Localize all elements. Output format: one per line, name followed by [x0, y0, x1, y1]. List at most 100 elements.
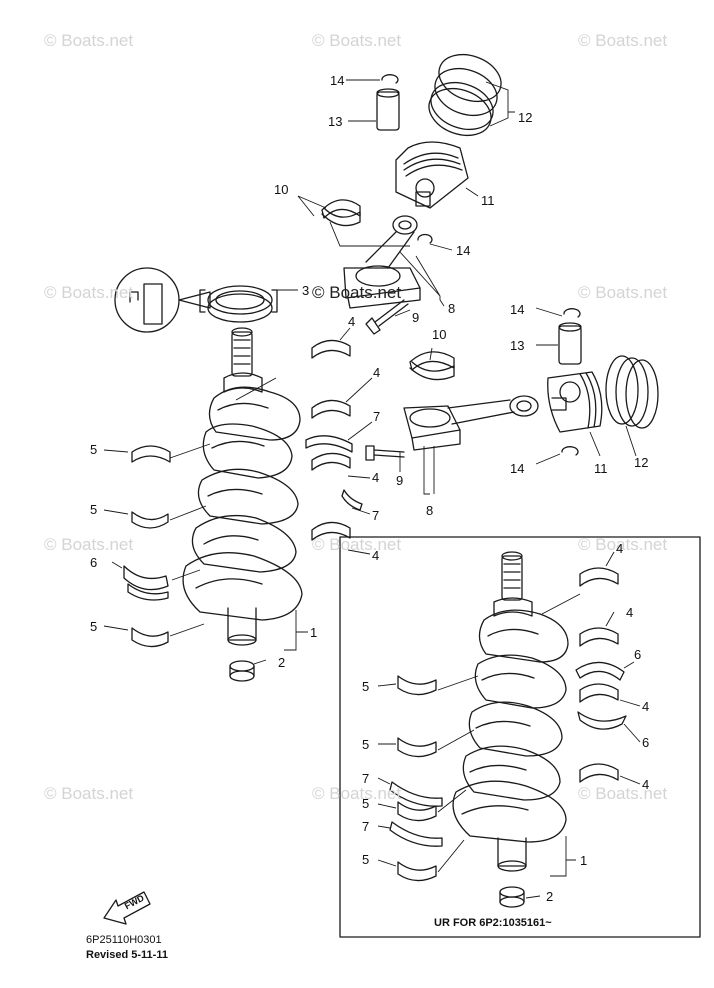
- watermark: © Boats.net: [312, 31, 402, 50]
- callout-10: 10: [274, 182, 289, 197]
- callout-5: 5: [362, 679, 370, 694]
- circlip-right-top: [563, 308, 581, 318]
- piston-pin-upper: [376, 88, 400, 131]
- watermark: © Boats.net: [44, 535, 134, 554]
- piston-right: [547, 371, 603, 433]
- piston-upper: [395, 141, 469, 209]
- callout-12: 12: [518, 110, 533, 125]
- callout-5: 5: [90, 502, 98, 517]
- piston-ring-set-upper: [428, 53, 502, 137]
- fwd-arrow-icon: [103, 891, 151, 925]
- inset-bearing-5-d: [397, 861, 437, 882]
- callout-5: 5: [90, 619, 98, 634]
- main-bearing-4-c: [311, 452, 351, 471]
- callout-7: 7: [362, 771, 370, 786]
- callout-4: 4: [348, 314, 356, 329]
- inset-bearing-7-a: [389, 781, 443, 807]
- piston-pin-right: [558, 322, 582, 365]
- callout-2: 2: [546, 889, 554, 904]
- watermark: © Boats.net: [312, 283, 402, 302]
- oil-seal: [207, 285, 273, 323]
- callout-9: 9: [412, 310, 420, 325]
- main-bearing-5-a: [131, 445, 171, 463]
- thrust-bearing-7-a: [305, 435, 353, 453]
- callout-14: 14: [510, 461, 525, 476]
- callout-1: 1: [580, 853, 588, 868]
- connecting-rod-right: [403, 395, 539, 451]
- watermark: © Boats.net: [44, 283, 134, 302]
- inset-bearing-5-b: [397, 737, 437, 758]
- callout-4: 4: [626, 605, 634, 620]
- rod-bolt-right: [365, 445, 405, 461]
- inset-bearing-4-c: [579, 683, 619, 703]
- seal-detail-circle: [114, 267, 278, 333]
- watermark: © Boats.net: [578, 283, 668, 302]
- callout-14: 14: [510, 302, 525, 317]
- main-bearing-5-b: [131, 511, 169, 529]
- drawing-code: 6P25110H0301: [86, 934, 162, 946]
- watermark: © Boats.net: [578, 31, 668, 50]
- connecting-rod-upper: [343, 215, 421, 309]
- callout-5: 5: [362, 796, 370, 811]
- callout-4: 4: [372, 548, 380, 563]
- watermark: © Boats.net: [44, 784, 134, 803]
- callout-4: 4: [373, 365, 381, 380]
- callout-11: 11: [481, 193, 495, 208]
- callout-1: 1: [310, 625, 318, 640]
- bearing-10-right: [409, 351, 455, 381]
- callout-6: 6: [90, 555, 98, 570]
- callout-5: 5: [362, 852, 370, 867]
- callout-14: 14: [330, 73, 345, 88]
- bearing-10-upper: [321, 199, 361, 227]
- callout-7: 7: [372, 508, 380, 523]
- callout-7: 7: [373, 409, 381, 424]
- callout-3: 3: [302, 283, 310, 298]
- callout-8: 8: [426, 503, 434, 518]
- watermark: © Boats.net: [312, 535, 402, 554]
- callout-4: 4: [642, 699, 650, 714]
- crankshaft-inset: [452, 551, 569, 872]
- watermark: © Boats.net: [312, 784, 402, 803]
- callout-4: 4: [616, 541, 624, 556]
- main-bearing-6: [123, 565, 169, 601]
- main-bearing-4-d: [311, 521, 351, 541]
- inset-bearing-7-b: [389, 821, 443, 847]
- callout-6: 6: [642, 735, 650, 750]
- callout-11: 11: [594, 461, 608, 476]
- thrust-bearing-7-b: [341, 489, 363, 511]
- circlip-right-bottom: [561, 446, 579, 456]
- circlip-upper-2: [417, 233, 433, 244]
- inset-bearing-4-a: [579, 567, 619, 587]
- callout-6: 6: [634, 647, 642, 662]
- crankshaft-main: [182, 327, 303, 646]
- watermark: © Boats.net: [578, 784, 668, 803]
- watermark: © Boats.net: [44, 31, 134, 50]
- inset-bearing-6-b: [577, 711, 627, 730]
- main-bearing-4-a: [311, 339, 351, 359]
- leader-lines: [103, 79, 641, 899]
- inset-bearing-6-a: [575, 661, 625, 681]
- watermark: © Boats.net: [578, 535, 668, 554]
- callout-10: 10: [432, 327, 447, 342]
- inset-bearing-4-d: [579, 763, 619, 783]
- main-bearing-5-c: [131, 627, 169, 648]
- callout-7: 7: [362, 819, 370, 834]
- callout-8: 8: [448, 301, 456, 316]
- callout-14: 14: [456, 243, 471, 258]
- thrust-ring-2: [229, 660, 255, 682]
- inset-bearing-5-a: [397, 675, 437, 696]
- main-bearing-4-b: [311, 399, 351, 419]
- callout-9: 9: [396, 473, 404, 488]
- inset-frame: [339, 536, 701, 938]
- callout-13: 13: [510, 338, 525, 353]
- callout-4: 4: [642, 777, 650, 792]
- callout-4: 4: [372, 470, 380, 485]
- inset-bearing-5-c: [397, 801, 437, 822]
- inset-caption: UR FOR 6P2:1035161~: [434, 917, 552, 929]
- circlip-upper: [381, 74, 399, 84]
- thrust-ring-2-inset: [499, 886, 525, 908]
- callout-2: 2: [278, 655, 286, 670]
- callout-12: 12: [634, 455, 649, 470]
